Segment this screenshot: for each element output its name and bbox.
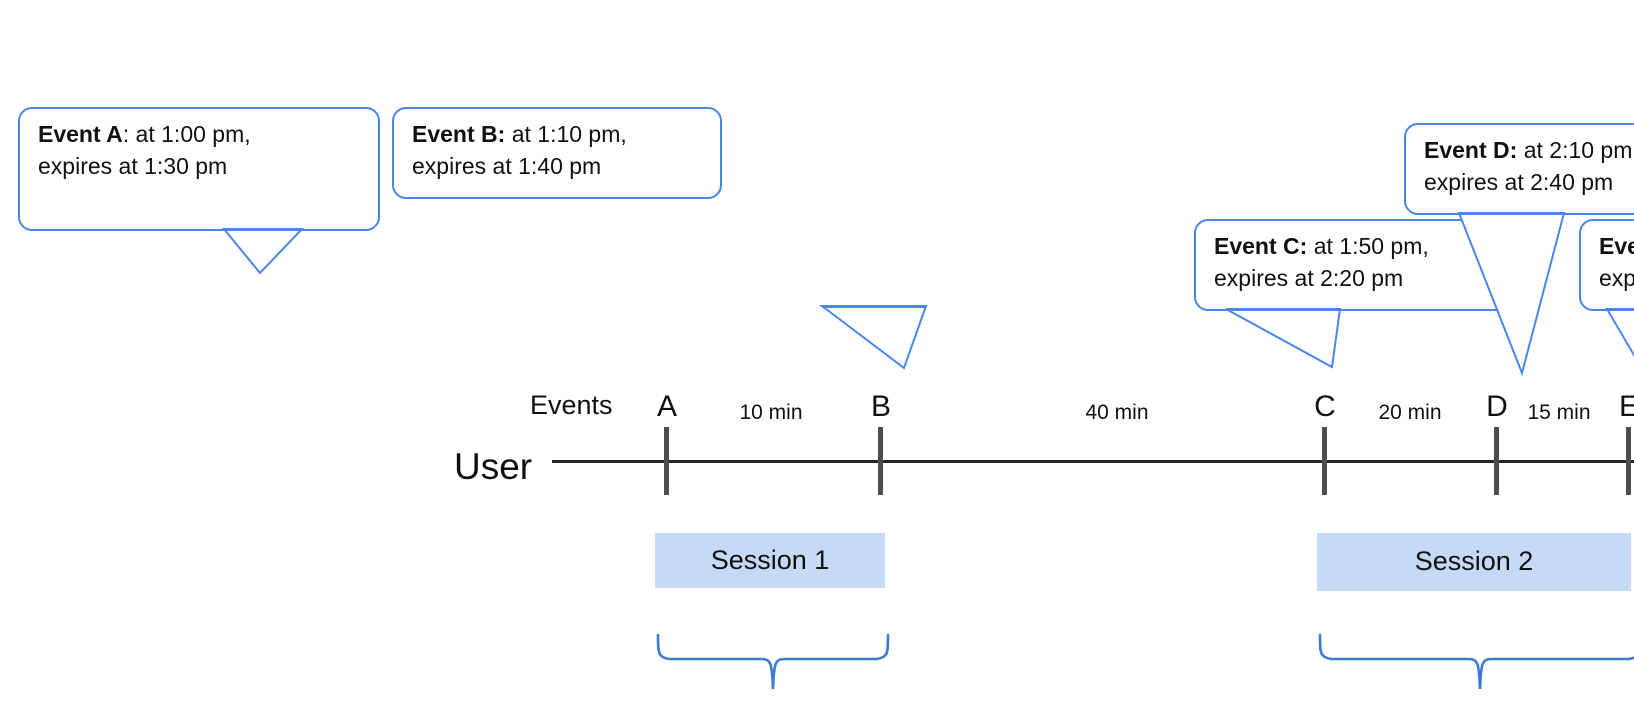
tick-c: [1322, 427, 1327, 495]
tick-label-e: E: [1618, 390, 1634, 423]
callout-a-time: at 1:00 pm,: [129, 121, 251, 147]
callout-event-a[interactable]: Event A: at 1:00 pm, expires at 1:30 pm: [18, 107, 380, 231]
callout-c-title: Event C: [1214, 233, 1300, 259]
callout-e-line1: Event E: at 2:25 pm,: [1599, 231, 1634, 263]
callout-a-line1: Event A: at 1:00 pm,: [38, 119, 362, 151]
tick-label-d: D: [1486, 390, 1508, 423]
callout-event-d[interactable]: Event D: at 2:10 pm, expires at 2:40 pm: [1404, 123, 1634, 215]
tick-b: [878, 427, 883, 495]
callout-c-line1: Event C: at 1:50 pm,: [1214, 231, 1514, 263]
tick-label-c: C: [1314, 390, 1336, 423]
callout-b-title: Event B: [412, 121, 498, 147]
callout-event-e[interactable]: Event E: at 2:25 pm, expires at 2:55 pm: [1579, 219, 1634, 311]
callout-event-b[interactable]: Event B: at 1:10 pm, expires at 1:40 pm …: [392, 107, 1634, 690]
callout-c-time: at 1:50 pm,: [1307, 233, 1429, 259]
session-bar-1[interactable]: Session 1: [655, 533, 885, 588]
callout-b-tail: [819, 305, 928, 370]
callout-c-sep: :: [1299, 233, 1308, 259]
session-2-label: Session 2: [1414, 546, 1534, 577]
user-row-label: User: [454, 446, 533, 487]
timeline-axis: [552, 460, 1634, 463]
gap-label-d-e: 15 min: [1527, 401, 1591, 424]
callout-e-tail: [1605, 308, 1634, 358]
callout-a-title: Event A: [38, 121, 123, 147]
tick-label-a: A: [656, 390, 677, 423]
session-bar-2[interactable]: Session 2: [1317, 533, 1631, 591]
callout-a-sep: :: [122, 121, 130, 147]
tick-e: [1626, 427, 1631, 495]
gap-label-a-b: 10 min: [739, 401, 803, 424]
session-1-brace: [656, 633, 890, 690]
gap-label-b-c: 40 min: [1085, 401, 1149, 424]
session-1-label: Session 1: [710, 544, 830, 575]
callout-e-line2: expires at 2:55 pm: [1599, 264, 1634, 291]
events-row-label: Events: [530, 390, 613, 420]
callout-b-sep: :: [497, 121, 506, 147]
callout-d-line2: expires at 2:40 pm: [1424, 168, 1614, 195]
callout-b-line1: Event B: at 1:10 pm,: [412, 119, 704, 151]
callout-b-time: at 1:10 pm,: [505, 121, 627, 147]
callout-c-line2: expires at 2:20 pm: [1214, 264, 1404, 291]
callout-a-tail: [221, 228, 305, 275]
callout-d-line1: Event D: at 2:10 pm,: [1424, 135, 1634, 167]
callout-a-line2: expires at 1:30 pm: [38, 152, 228, 179]
gap-label-c-d: 20 min: [1378, 401, 1442, 424]
session-2-brace: [1318, 633, 1634, 690]
callout-d-time: at 2:10 pm,: [1517, 137, 1634, 163]
callout-e-title: Event E: [1599, 233, 1634, 259]
callout-d-title: Event D: [1424, 137, 1510, 163]
tick-d: [1494, 427, 1499, 495]
callout-b-line2: expires at 1:40 pm: [412, 152, 602, 179]
tick-label-b: B: [870, 390, 891, 423]
callout-c-tail: [1225, 308, 1342, 369]
tick-a: [664, 427, 669, 495]
callout-d-sep: :: [1509, 137, 1518, 163]
callout-event-c[interactable]: Event C: at 1:50 pm, expires at 2:20 pm: [1194, 219, 1532, 311]
